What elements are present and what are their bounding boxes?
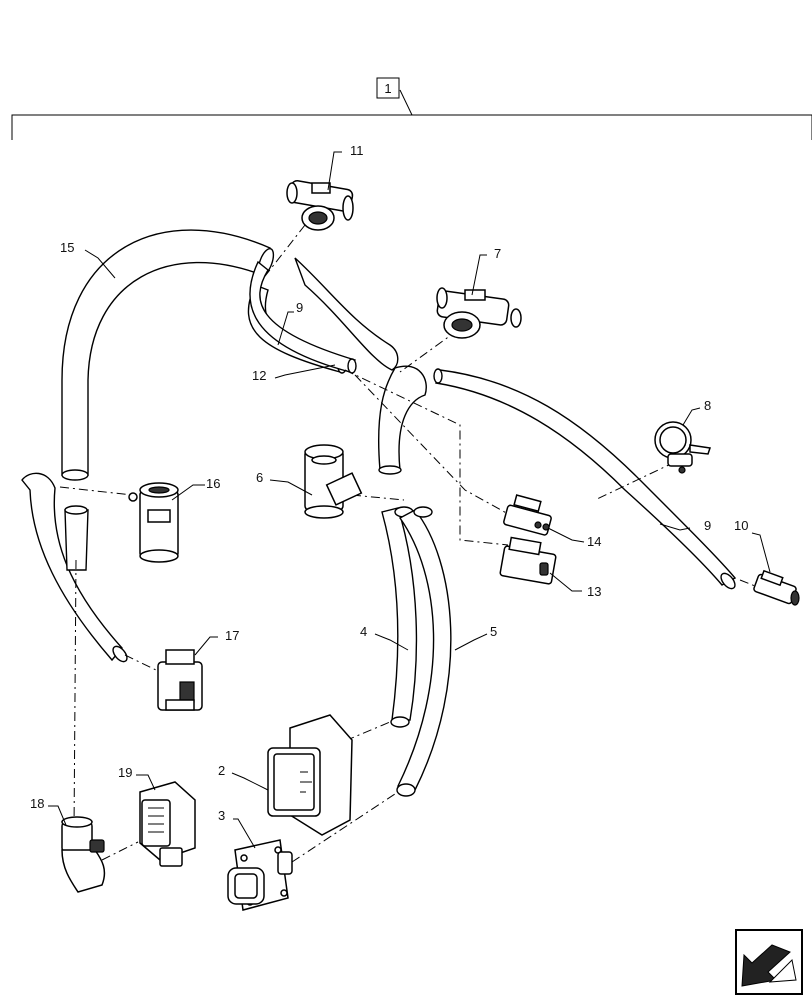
callout-3[interactable]: 3	[218, 808, 225, 823]
callout-7[interactable]: 7	[494, 246, 501, 261]
hose-middle-bend	[294, 257, 427, 475]
connection-lines	[59, 224, 766, 863]
hose-5	[396, 506, 452, 797]
callout-leaders	[48, 151, 771, 849]
part-8-clamp	[654, 421, 711, 474]
callout-15[interactable]: 15	[60, 240, 74, 255]
hose-9-right	[433, 368, 737, 590]
callout-12[interactable]: 12	[252, 368, 266, 383]
callout-5[interactable]: 5	[490, 624, 497, 639]
callout-17[interactable]: 17	[225, 628, 239, 643]
part-17-connector	[157, 649, 203, 711]
hose-15	[61, 229, 275, 481]
part-14-connector	[503, 494, 552, 536]
part-11-tee-fitting	[286, 179, 354, 231]
hose-17-segment	[21, 472, 128, 663]
part-13-connector	[499, 536, 557, 585]
arrow-icon[interactable]	[735, 929, 803, 995]
callout-4[interactable]: 4	[360, 624, 367, 639]
part-18-connector	[61, 816, 106, 893]
part-16-connector	[128, 482, 179, 563]
callout-11[interactable]: 11	[350, 143, 364, 158]
svg-text:1: 1	[384, 81, 391, 96]
callout-9-upper[interactable]: 9	[296, 300, 303, 315]
callout-19[interactable]: 19	[118, 765, 132, 780]
callout-10[interactable]: 10	[734, 518, 748, 533]
part-19-connector	[139, 781, 196, 867]
callout-6[interactable]: 6	[256, 470, 263, 485]
callout-1[interactable]: 1	[376, 77, 400, 99]
part-3-connector	[227, 839, 293, 911]
callout-2[interactable]: 2	[218, 763, 225, 778]
part-10-connector	[753, 569, 800, 606]
hose-18-segment	[64, 505, 89, 571]
callout-14[interactable]: 14	[587, 534, 601, 549]
assembly-bracket	[11, 89, 812, 140]
hose-4	[381, 506, 418, 728]
callout-8[interactable]: 8	[704, 398, 711, 413]
part-6-fitting	[304, 444, 363, 519]
callout-13[interactable]: 13	[587, 584, 601, 599]
part-2-connector	[267, 714, 353, 836]
callout-9-right[interactable]: 9	[704, 518, 711, 533]
callout-16[interactable]: 16	[206, 476, 220, 491]
callout-18[interactable]: 18	[30, 796, 44, 811]
part-7-tee-fitting	[436, 287, 522, 339]
